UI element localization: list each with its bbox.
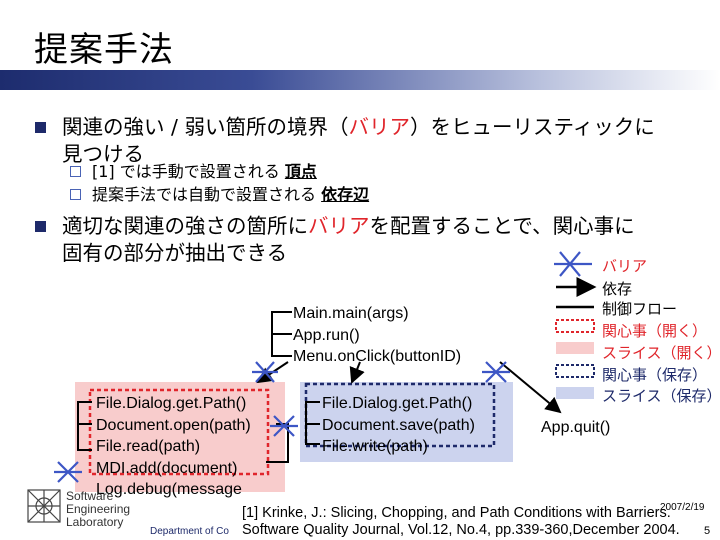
code-open: File.Dialog.get.Path() Document.open(pat… xyxy=(96,393,251,501)
legend-concern-save-label: 関心事（保存） xyxy=(602,366,708,384)
code-quit: App.quit() xyxy=(541,419,611,436)
barrier-icon xyxy=(270,415,298,437)
flow-to-quit xyxy=(499,361,562,414)
code-save: File.Dialog.get.Path() Document.save(pat… xyxy=(322,393,475,458)
code-line: File.Dialog.get.Path() xyxy=(322,395,473,412)
legend-control-flow-label: 制御フロー xyxy=(602,300,678,318)
bullet-2-text-b: を配置することで、関心事に xyxy=(369,214,635,238)
slice-save-region xyxy=(300,382,513,462)
bullet-2-text-a: 適切な関連の強さの箇所に xyxy=(62,214,308,238)
page-title: 提案手法 xyxy=(34,30,174,70)
bullet-2-line2: 固有の部分が抽出できる xyxy=(62,241,288,265)
code-line: Log.debug(message xyxy=(96,481,242,498)
bullet-1-line2: 見つける xyxy=(62,142,144,166)
bullet-square-icon xyxy=(35,122,46,133)
footer-date: 2007/2/19 xyxy=(660,502,705,513)
legend-concern-save-icon xyxy=(555,364,595,378)
reference-line-2: Software Quality Journal, Vol.12, No.4, … xyxy=(242,522,680,538)
main-dependency-bracket xyxy=(271,311,292,357)
barrier-icon xyxy=(482,361,510,383)
code-line: Main.main(args) xyxy=(293,305,409,322)
code-main: Main.main(args) App.run() Menu.onClick(b… xyxy=(293,303,461,368)
bullet-2: 適切な関連の強さの箇所にバリアを配置することで、関心事に 固有の部分が抽出できる xyxy=(35,213,635,267)
legend-barrier-icon xyxy=(554,251,592,277)
department-label: Department of Co xyxy=(150,526,229,537)
bullet-1-text-a: 関連の強い / 弱い箇所の境界（ xyxy=(62,115,349,139)
sub-bullet-1-bold: 頂点 xyxy=(284,162,317,181)
page-number: 5 xyxy=(704,525,711,537)
reference-line-1: [1] Krinke, J.: Slicing, Chopping, and P… xyxy=(242,505,671,521)
sub-bullet-1: [1] では手動で設置される 頂点 xyxy=(70,162,317,182)
sub-bullet-2-text: 提案手法では自動で設置される xyxy=(92,185,322,204)
code-line: MDI.add(document) xyxy=(96,459,238,477)
legend-slice-save-icon xyxy=(556,387,594,399)
bullet-1: 関連の強い / 弱い箇所の境界（バリア）をヒューリスティックに 見つける xyxy=(35,114,655,168)
code-line: File.write(path) xyxy=(322,438,428,455)
lab-logo-text: Software Engineering Laboratory xyxy=(66,489,131,529)
legend-dependency-label: 依存 xyxy=(602,280,633,298)
title-bar xyxy=(0,70,720,90)
checkbox-icon xyxy=(70,189,81,200)
sub-bullet-2-bold: 依存辺 xyxy=(321,185,370,204)
code-line: App.run() xyxy=(293,326,360,344)
checkbox-icon xyxy=(70,166,81,177)
lab-logo-icon xyxy=(27,489,61,523)
code-line: Document.save(path) xyxy=(322,416,475,434)
legend-slice-open-icon xyxy=(556,342,594,354)
sub-bullet-2: 提案手法では自動で設置される 依存辺 xyxy=(70,185,370,205)
legend-barrier-label: バリア xyxy=(602,257,648,275)
flow-to-save xyxy=(349,361,365,384)
legend-concern-open-icon xyxy=(555,319,595,333)
save-dependency-bracket xyxy=(305,401,320,445)
code-line: Menu.onClick(buttonID) xyxy=(293,348,462,365)
legend-slice-save-label: スライス（保存） xyxy=(602,387,720,405)
sub-bullet-1-text: [1] では手動で設置される xyxy=(92,162,285,181)
legend-concern-open-label: 関心事（開く） xyxy=(602,322,708,340)
bullet-square-icon xyxy=(35,221,46,232)
legend-slice-open-label: スライス（開く） xyxy=(602,344,720,362)
bullet-1-text-b: ）をヒューリスティックに xyxy=(409,115,655,139)
concern-open-border xyxy=(88,388,270,476)
code-line: File.read(path) xyxy=(96,438,201,455)
bullet-2-red: バリア xyxy=(308,214,370,238)
bullet-1-red: バリア xyxy=(348,115,410,139)
code-line: Document.open(path) xyxy=(96,416,251,434)
barrier-icon xyxy=(252,361,278,383)
barrier-icon xyxy=(54,461,82,483)
code-line: File.Dialog.get.Path() xyxy=(96,395,247,412)
